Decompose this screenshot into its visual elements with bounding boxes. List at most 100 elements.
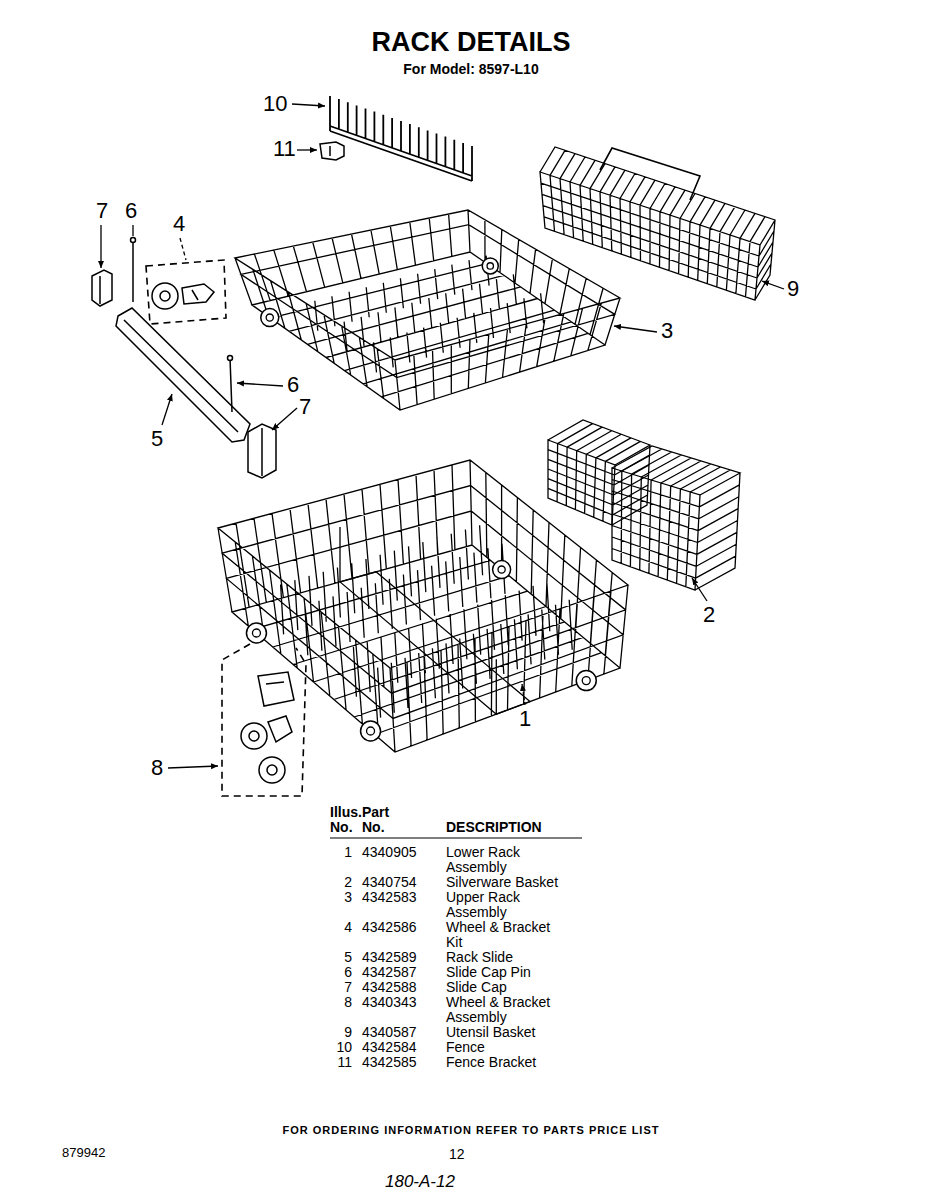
table-cell: 4340343 bbox=[352, 995, 446, 1025]
table-row: 64342587Slide Cap Pin bbox=[330, 965, 600, 980]
kit-outline bbox=[146, 260, 226, 324]
wire-art bbox=[218, 96, 775, 752]
table-cell: 8 bbox=[330, 995, 352, 1025]
rack-wheel-hub bbox=[252, 629, 260, 637]
slide-cap-pin bbox=[132, 240, 134, 302]
table-cell: 4340587 bbox=[352, 1025, 446, 1040]
wheel bbox=[152, 283, 178, 309]
callout-number: 6 bbox=[286, 374, 300, 396]
table-cell: 1 bbox=[330, 845, 352, 875]
callout-number: 5 bbox=[150, 428, 164, 450]
table-row: 114342585Fence Bracket bbox=[330, 1055, 600, 1070]
table-cell: 4342583 bbox=[352, 890, 446, 920]
callout-number: 6 bbox=[124, 200, 138, 222]
leader-line bbox=[296, 149, 317, 150]
table-cell: 3 bbox=[330, 890, 352, 920]
table-cell: Fence Bracket bbox=[446, 1055, 564, 1070]
leader-line bbox=[132, 225, 133, 236]
table-cell: 4342588 bbox=[352, 980, 446, 995]
table-cell: 4342585 bbox=[352, 1055, 446, 1070]
table-cell: 9 bbox=[330, 1025, 352, 1040]
leader-line bbox=[292, 104, 325, 106]
page-number: 12 bbox=[449, 1146, 465, 1162]
rack-divider bbox=[340, 527, 530, 714]
table-row: 84340343Wheel & Bracket Assembly bbox=[330, 995, 600, 1025]
callout-number: 4 bbox=[172, 213, 186, 235]
wheel-bracket bbox=[268, 716, 292, 742]
table-row: 74342588Slide Cap bbox=[330, 980, 600, 995]
wheel bbox=[241, 723, 267, 749]
callout-number: 7 bbox=[95, 200, 109, 222]
table-row: 104342584Fence bbox=[330, 1040, 600, 1055]
table-cell: Utensil Basket bbox=[446, 1025, 564, 1040]
leader-line bbox=[692, 578, 707, 601]
leader-line bbox=[162, 394, 172, 425]
rack-wheel bbox=[261, 309, 279, 327]
table-row: 54342589Rack Slide bbox=[330, 950, 600, 965]
pin-head bbox=[131, 238, 136, 243]
leader-line bbox=[237, 383, 283, 386]
callout-number: 2 bbox=[702, 604, 716, 626]
kit-outlines bbox=[146, 260, 306, 796]
footer-note: FOR ORDERING INFORMATION REFER TO PARTS … bbox=[0, 1124, 942, 1137]
rack-wheel-hub bbox=[266, 314, 273, 321]
table-cell: Slide Cap bbox=[446, 980, 564, 995]
upper-rack bbox=[235, 210, 620, 410]
wheel-hub bbox=[160, 291, 170, 301]
table-cell: 4342589 bbox=[352, 950, 446, 965]
leader-line bbox=[522, 684, 525, 705]
silverware-basket bbox=[612, 446, 740, 590]
rack-wheel bbox=[482, 258, 498, 274]
wheel-hub bbox=[267, 765, 277, 775]
table-cell: Wheel & Bracket Assembly bbox=[446, 995, 564, 1025]
table-cell: Upper Rack Assembly bbox=[446, 890, 564, 920]
wheel bbox=[259, 757, 285, 783]
table-cell: 2 bbox=[330, 875, 352, 890]
table-cell: Lower Rack Assembly bbox=[446, 845, 564, 875]
table-row: 34342583Upper Rack Assembly bbox=[330, 890, 600, 920]
leader-line bbox=[272, 408, 297, 430]
leader-lines bbox=[101, 104, 784, 838]
parts-table: 14340905Lower Rack Assembly24340754Silve… bbox=[330, 845, 600, 1070]
table-cell: 4342584 bbox=[352, 1040, 446, 1055]
callout-number: 10 bbox=[262, 93, 288, 115]
rack-wheel bbox=[246, 623, 266, 643]
rack-slide bbox=[116, 308, 250, 442]
document-number: 879942 bbox=[62, 1145, 105, 1160]
table-row: 24340754Silverware Basket bbox=[330, 875, 600, 890]
table-row: 44342586Wheel & Bracket Kit bbox=[330, 920, 600, 950]
fence-bracket bbox=[320, 142, 344, 160]
leader-line bbox=[762, 281, 784, 289]
table-cell: Rack Slide bbox=[446, 950, 564, 965]
table-cell: Fence bbox=[446, 1040, 564, 1055]
rack-wheel bbox=[493, 561, 511, 579]
table-cell: Silverware Basket bbox=[446, 875, 564, 890]
callout-number: 7 bbox=[298, 396, 312, 418]
parts bbox=[92, 142, 344, 783]
callout-number: 3 bbox=[660, 320, 674, 342]
leader-line bbox=[168, 766, 218, 768]
wheel-hub bbox=[249, 731, 259, 741]
table-cell: 4342586 bbox=[352, 920, 446, 950]
rack-wheel bbox=[361, 721, 381, 741]
table-cell: Wheel & Bracket Kit bbox=[446, 920, 564, 950]
leader-line bbox=[180, 238, 186, 260]
table-rule bbox=[330, 837, 582, 838]
wheel-bracket bbox=[258, 672, 294, 706]
page-title: RACK DETAILS bbox=[0, 26, 942, 58]
table-cell: 4 bbox=[330, 920, 352, 950]
table-cell: 4342587 bbox=[352, 965, 446, 980]
callout-number: 9 bbox=[786, 278, 800, 300]
callout-number: 1 bbox=[518, 708, 532, 730]
rack-wheel bbox=[576, 671, 596, 691]
callout-number: 11 bbox=[272, 138, 297, 160]
kit-outline bbox=[222, 644, 306, 796]
table-cell: 10 bbox=[330, 1040, 352, 1055]
rack-wheel-hub bbox=[487, 263, 493, 269]
table-cell: 11 bbox=[330, 1055, 352, 1070]
fence bbox=[330, 96, 472, 181]
slide-cap bbox=[92, 270, 112, 306]
table-cell: Slide Cap Pin bbox=[446, 965, 564, 980]
table-row: 14340905Lower Rack Assembly bbox=[330, 845, 600, 875]
